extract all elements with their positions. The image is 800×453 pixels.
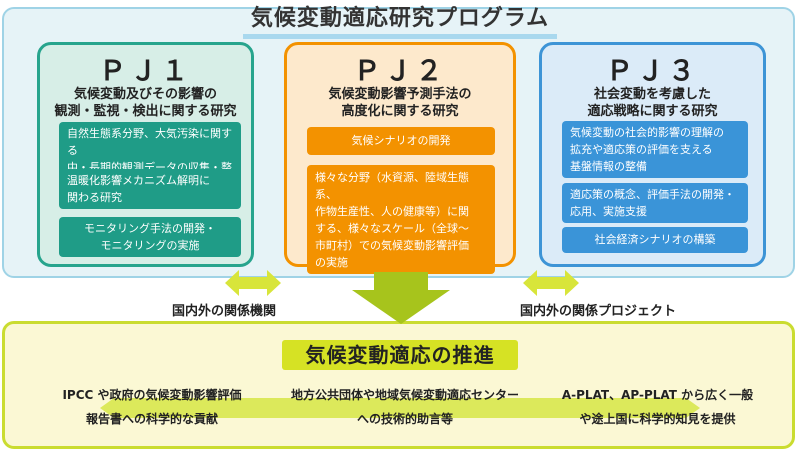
- project-1-card: ＰＪ１ 気候変動及びその影響の 観測・監視・検出に関する研究 自然生態系分野、大…: [37, 42, 254, 267]
- project-3-item-3: 社会経済シナリオの構築: [562, 227, 748, 253]
- project-1-title: ＰＪ１: [99, 56, 192, 87]
- domestic-international-institutions-label: 国内外の関係機関: [172, 304, 277, 319]
- project-2-title: ＰＪ２: [353, 56, 447, 87]
- outcome-3-line1: A-PLAT、AP-PLAT から広く一般: [561, 388, 754, 402]
- project-2-item-2-line1: 様々な分野（水資源、陸域生態系、: [315, 171, 469, 201]
- project-1-subtitle-line2: 観測・監視・検出に関する研究: [54, 104, 237, 119]
- project-1-subtitle: 気候変動及びその影響の 観測・監視・検出に関する研究: [40, 86, 251, 120]
- outcome-1-line1: IPCC や政府の気候変動影響評価: [62, 388, 242, 402]
- project-1-item-1-line1: 自然生態系分野、大気汚染に関する: [67, 127, 232, 157]
- project-1-item-3: モニタリング手法の開発・ モニタリングの実施: [59, 217, 241, 257]
- project-2-subtitle: 気候変動影響予測手法の 高度化に関する研究: [287, 86, 513, 120]
- project-1-item-2-line1: 温暖化影響メカニズム解明に: [67, 174, 210, 187]
- project-2-item-2-line5: の実施: [315, 256, 348, 269]
- outcome-1: IPCC や政府の気候変動影響評価 報告書への科学的な貢献: [42, 383, 262, 431]
- project-3-item-1-line3: 基盤情報の整備: [570, 160, 647, 173]
- right-double-arrow-icon: [523, 270, 579, 296]
- domestic-international-projects-label: 国内外の関係プロジェクト: [520, 304, 677, 319]
- down-arrow-icon: [352, 272, 450, 324]
- outcome-2-line1: 地方公共団体や地域気候変動適応センター: [290, 388, 519, 402]
- project-1-item-2-line2: 関わる研究: [67, 191, 122, 204]
- outcome-3-line2: や途上国に科学的知見を提供: [579, 412, 736, 426]
- project-3-card: ＰＪ３ 社会変動を考慮した 適応戦略に関する研究 気候変動の社会的影響の理解の …: [539, 42, 766, 267]
- project-3-subtitle-line1: 社会変動を考慮した: [593, 87, 711, 102]
- project-1-item-3-line2: モニタリングの実施: [100, 239, 200, 252]
- project-3-title: ＰＪ３: [606, 56, 699, 87]
- project-2-item-2-line2: 作物生産性、人の健康等）に関: [315, 205, 469, 218]
- outcome-2: 地方公共団体や地域気候変動適応センター への技術的助言等: [270, 383, 540, 431]
- project-3-subtitle-line2: 適応戦略に関する研究: [587, 104, 718, 119]
- project-3-item-2-line2: 応用、実施支援: [570, 205, 647, 218]
- project-2-subtitle-line1: 気候変動影響予測手法の: [328, 87, 472, 102]
- project-2-item-1: 気候シナリオの開発: [307, 127, 495, 155]
- promotion-title: 気候変動適応の推進: [282, 340, 518, 370]
- project-3-item-1: 気候変動の社会的影響の理解の 拡充や適応策の評価を支える 基盤情報の整備: [562, 121, 748, 178]
- left-double-arrow-icon: [225, 270, 281, 296]
- project-2-card: ＰＪ２ 気候変動影響予測手法の 高度化に関する研究 気候シナリオの開発 様々な分…: [284, 42, 516, 274]
- outcome-3: A-PLAT、AP-PLAT から広く一般 や途上国に科学的知見を提供: [545, 383, 770, 431]
- project-3-item-1-line1: 気候変動の社会的影響の理解の: [570, 126, 724, 139]
- program-title: 気候変動適応研究プログラム: [243, 4, 557, 39]
- project-2-item-2-line3: する、様々なスケール（全球～: [315, 222, 469, 235]
- project-3-item-3-line1: 社会経済シナリオの構築: [594, 233, 716, 246]
- project-2-item-2: 様々な分野（水資源、陸域生態系、 作物生産性、人の健康等）に関 する、様々なスケ…: [307, 165, 495, 274]
- project-3-item-2: 適応策の概念、評価手法の開発・ 応用、実施支援: [562, 183, 748, 223]
- project-3-subtitle: 社会変動を考慮した 適応戦略に関する研究: [542, 86, 763, 120]
- project-1-item-2: 温暖化影響メカニズム解明に 関わる研究: [59, 169, 241, 209]
- project-1-subtitle-line1: 気候変動及びその影響の: [73, 87, 217, 102]
- project-2-item-1-line1: 気候シナリオの開発: [351, 134, 451, 147]
- outcome-1-line2: 報告書への科学的な貢献: [85, 412, 218, 426]
- project-3-item-2-line1: 適応策の概念、評価手法の開発・: [570, 188, 735, 201]
- outcome-highlight-band: [100, 398, 700, 418]
- project-2-subtitle-line2: 高度化に関する研究: [341, 104, 459, 119]
- project-2-item-2-line4: 市町村）での気候変動影響評価: [315, 239, 469, 252]
- outcome-2-line2: への技術的助言等: [356, 412, 453, 426]
- project-1-item-3-line1: モニタリング手法の開発・: [84, 222, 216, 235]
- project-3-item-1-line2: 拡充や適応策の評価を支える: [570, 143, 713, 156]
